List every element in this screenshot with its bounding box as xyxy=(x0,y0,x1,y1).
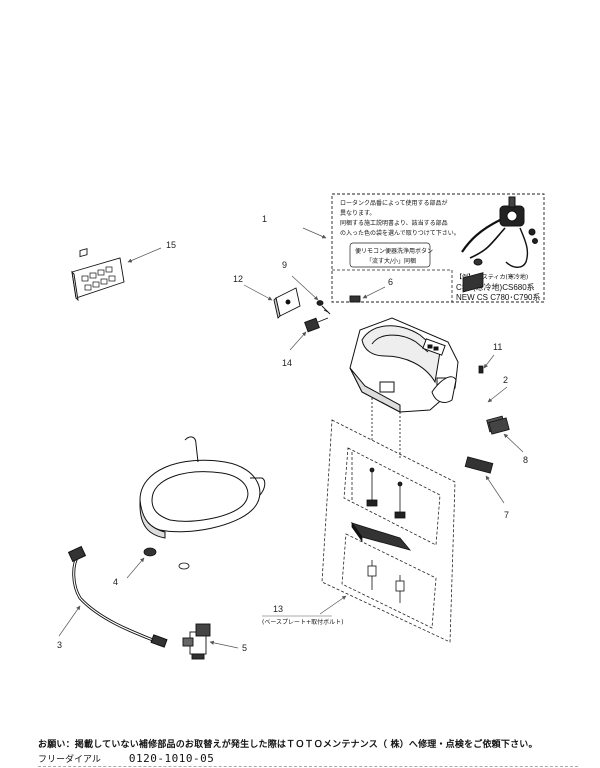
part-8-connector xyxy=(488,417,510,435)
label-part-3: 3 xyxy=(57,640,62,650)
label-part-2: 2 xyxy=(503,375,508,385)
main-unit-body xyxy=(349,317,459,413)
label-part-4: 4 xyxy=(113,577,118,587)
footer-dial: フリーダイアル 0120-1010-05 xyxy=(38,752,214,765)
label-part-1: 1 xyxy=(262,214,267,224)
label-part-6: 6 xyxy=(388,277,393,287)
label-part-12: 12 xyxy=(233,274,243,284)
label-part-11: 11 xyxy=(493,342,502,352)
part-5-valve xyxy=(182,623,211,660)
part-7-cover xyxy=(464,456,494,474)
note-line-4: の入った色の袋を選んで取りつけて下さい。 xyxy=(340,229,460,237)
part-11-clip xyxy=(478,365,484,374)
footer-divider xyxy=(38,766,578,767)
part-14-push-button xyxy=(304,317,329,333)
note-line-3: 同梱する施工説明書より、該当する部品 xyxy=(340,219,448,227)
part-4-cap xyxy=(143,547,190,570)
lever-cable-illustration xyxy=(461,196,538,268)
part-number-labels: 1 15 12 9 6 14 11 2 8 7 4 3 5 13 (ベースプレー… xyxy=(57,214,528,653)
toilet-seat xyxy=(139,436,266,539)
label-part-13-caption: (ベースプレート+取付ボルト) xyxy=(262,618,343,626)
base-plate-detail xyxy=(350,398,412,603)
note-model-line-2: NEW CS C780･C790系 xyxy=(456,292,540,302)
label-part-8: 8 xyxy=(523,455,528,465)
label-part-7: 7 xyxy=(504,510,509,520)
model-note-box: ロータンク品番によって使用する部品が 異なります。 同梱する施工説明書より、該当… xyxy=(331,193,545,303)
note-line-2: 異なります。 xyxy=(340,210,375,217)
footer-phone-number: 0120-1010-05 xyxy=(128,752,215,765)
part-15-remote-panel xyxy=(71,248,125,302)
part-13-base-plate-group xyxy=(321,419,456,643)
note-sub-line-2: 「流す大/小」同梱 xyxy=(366,257,416,265)
note-line-1: ロータンク品番によって使用する部品が xyxy=(340,199,448,207)
label-part-5: 5 xyxy=(242,643,247,653)
label-part-13: 13 xyxy=(273,604,283,614)
note-model-line-1: CSR(寒冷地)CS680系 xyxy=(456,282,535,292)
note-sub-line-1: 便リモコン便器洗浄用ボタン xyxy=(355,247,433,255)
part-9-screw xyxy=(316,300,331,315)
part-12-bracket xyxy=(273,287,301,319)
leader-lines xyxy=(58,227,524,649)
label-part-15: 15 xyxy=(166,240,176,250)
part-6-nut xyxy=(349,295,361,303)
label-part-14: 14 xyxy=(282,358,292,368)
label-part-9: 9 xyxy=(282,260,287,270)
footer-request-text: お願い：掲載していない補修部品のお取替えが発生した際はＴＯＴＯメンテナンス（ 株… xyxy=(38,740,538,750)
note-example-label: 【例】 レスティカ(寒冷地) xyxy=(456,273,528,281)
part-3-supply-hose xyxy=(67,545,168,648)
footer-dial-label: フリーダイアル xyxy=(38,755,101,765)
